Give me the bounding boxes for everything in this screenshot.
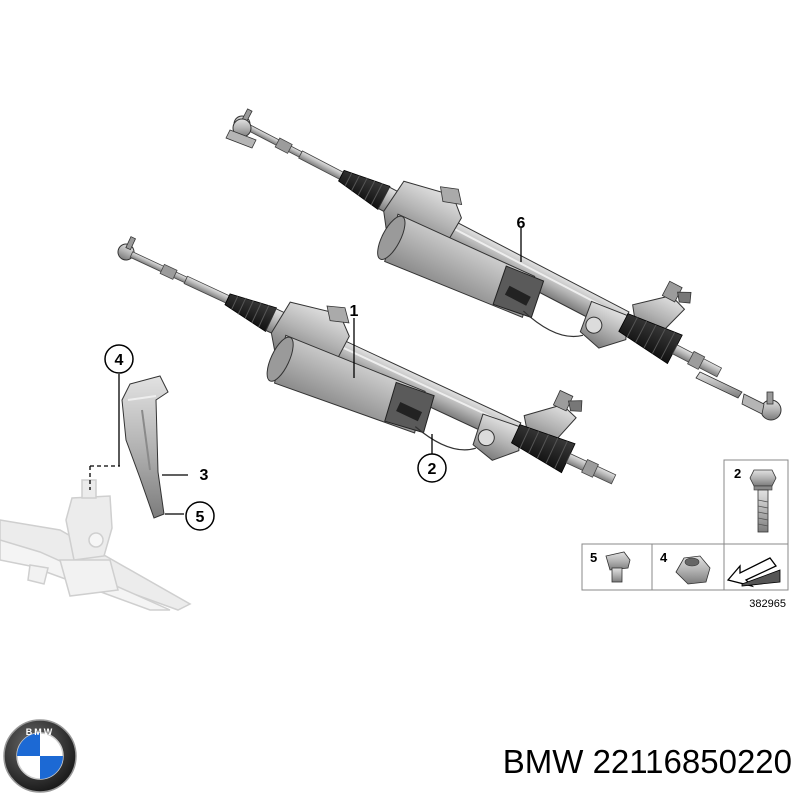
callout-2: 2 [428, 461, 437, 478]
callout-6: 6 [517, 215, 526, 232]
nut-icon [675, 555, 711, 585]
callout-5: 5 [196, 509, 205, 526]
arrow-icon [726, 557, 781, 588]
bolt-icon [749, 469, 777, 533]
screw-icon [605, 551, 631, 583]
steering-rack-icon [94, 195, 640, 532]
part-caption: BMW 22116850220 [408, 734, 792, 790]
drawing-number: 382965 [749, 598, 786, 610]
callout-3: 3 [200, 467, 209, 484]
legend-screw-label: 5 [590, 550, 597, 565]
tie-rod-end-icon [695, 371, 782, 421]
callout-4-circle: 4 [104, 344, 134, 374]
legend-nut-box: 4 [651, 543, 725, 591]
leader-lines [89, 228, 522, 515]
legend-arrow-box [723, 543, 789, 591]
heat-shield-icon [121, 375, 169, 519]
callout-4: 4 [115, 352, 124, 369]
legend-bolt-box: 2 [723, 459, 789, 545]
callout-5-circle: 5 [185, 501, 215, 531]
legend-bolt-label: 2 [734, 466, 741, 481]
context-ghost-drawing [0, 479, 192, 611]
caption-part-number: 22116850220 [592, 743, 792, 780]
legend-nut-label: 4 [660, 550, 668, 565]
caption-brand: BMW [502, 743, 584, 780]
bmw-logo-icon: BMW [3, 719, 77, 793]
legend-screw-box: 5 [581, 543, 653, 591]
logo-text: BMW [26, 727, 55, 737]
callout-1: 1 [350, 303, 359, 320]
callout-2-circle: 2 [417, 453, 447, 483]
tie-rod-end-left-icon [225, 118, 257, 149]
